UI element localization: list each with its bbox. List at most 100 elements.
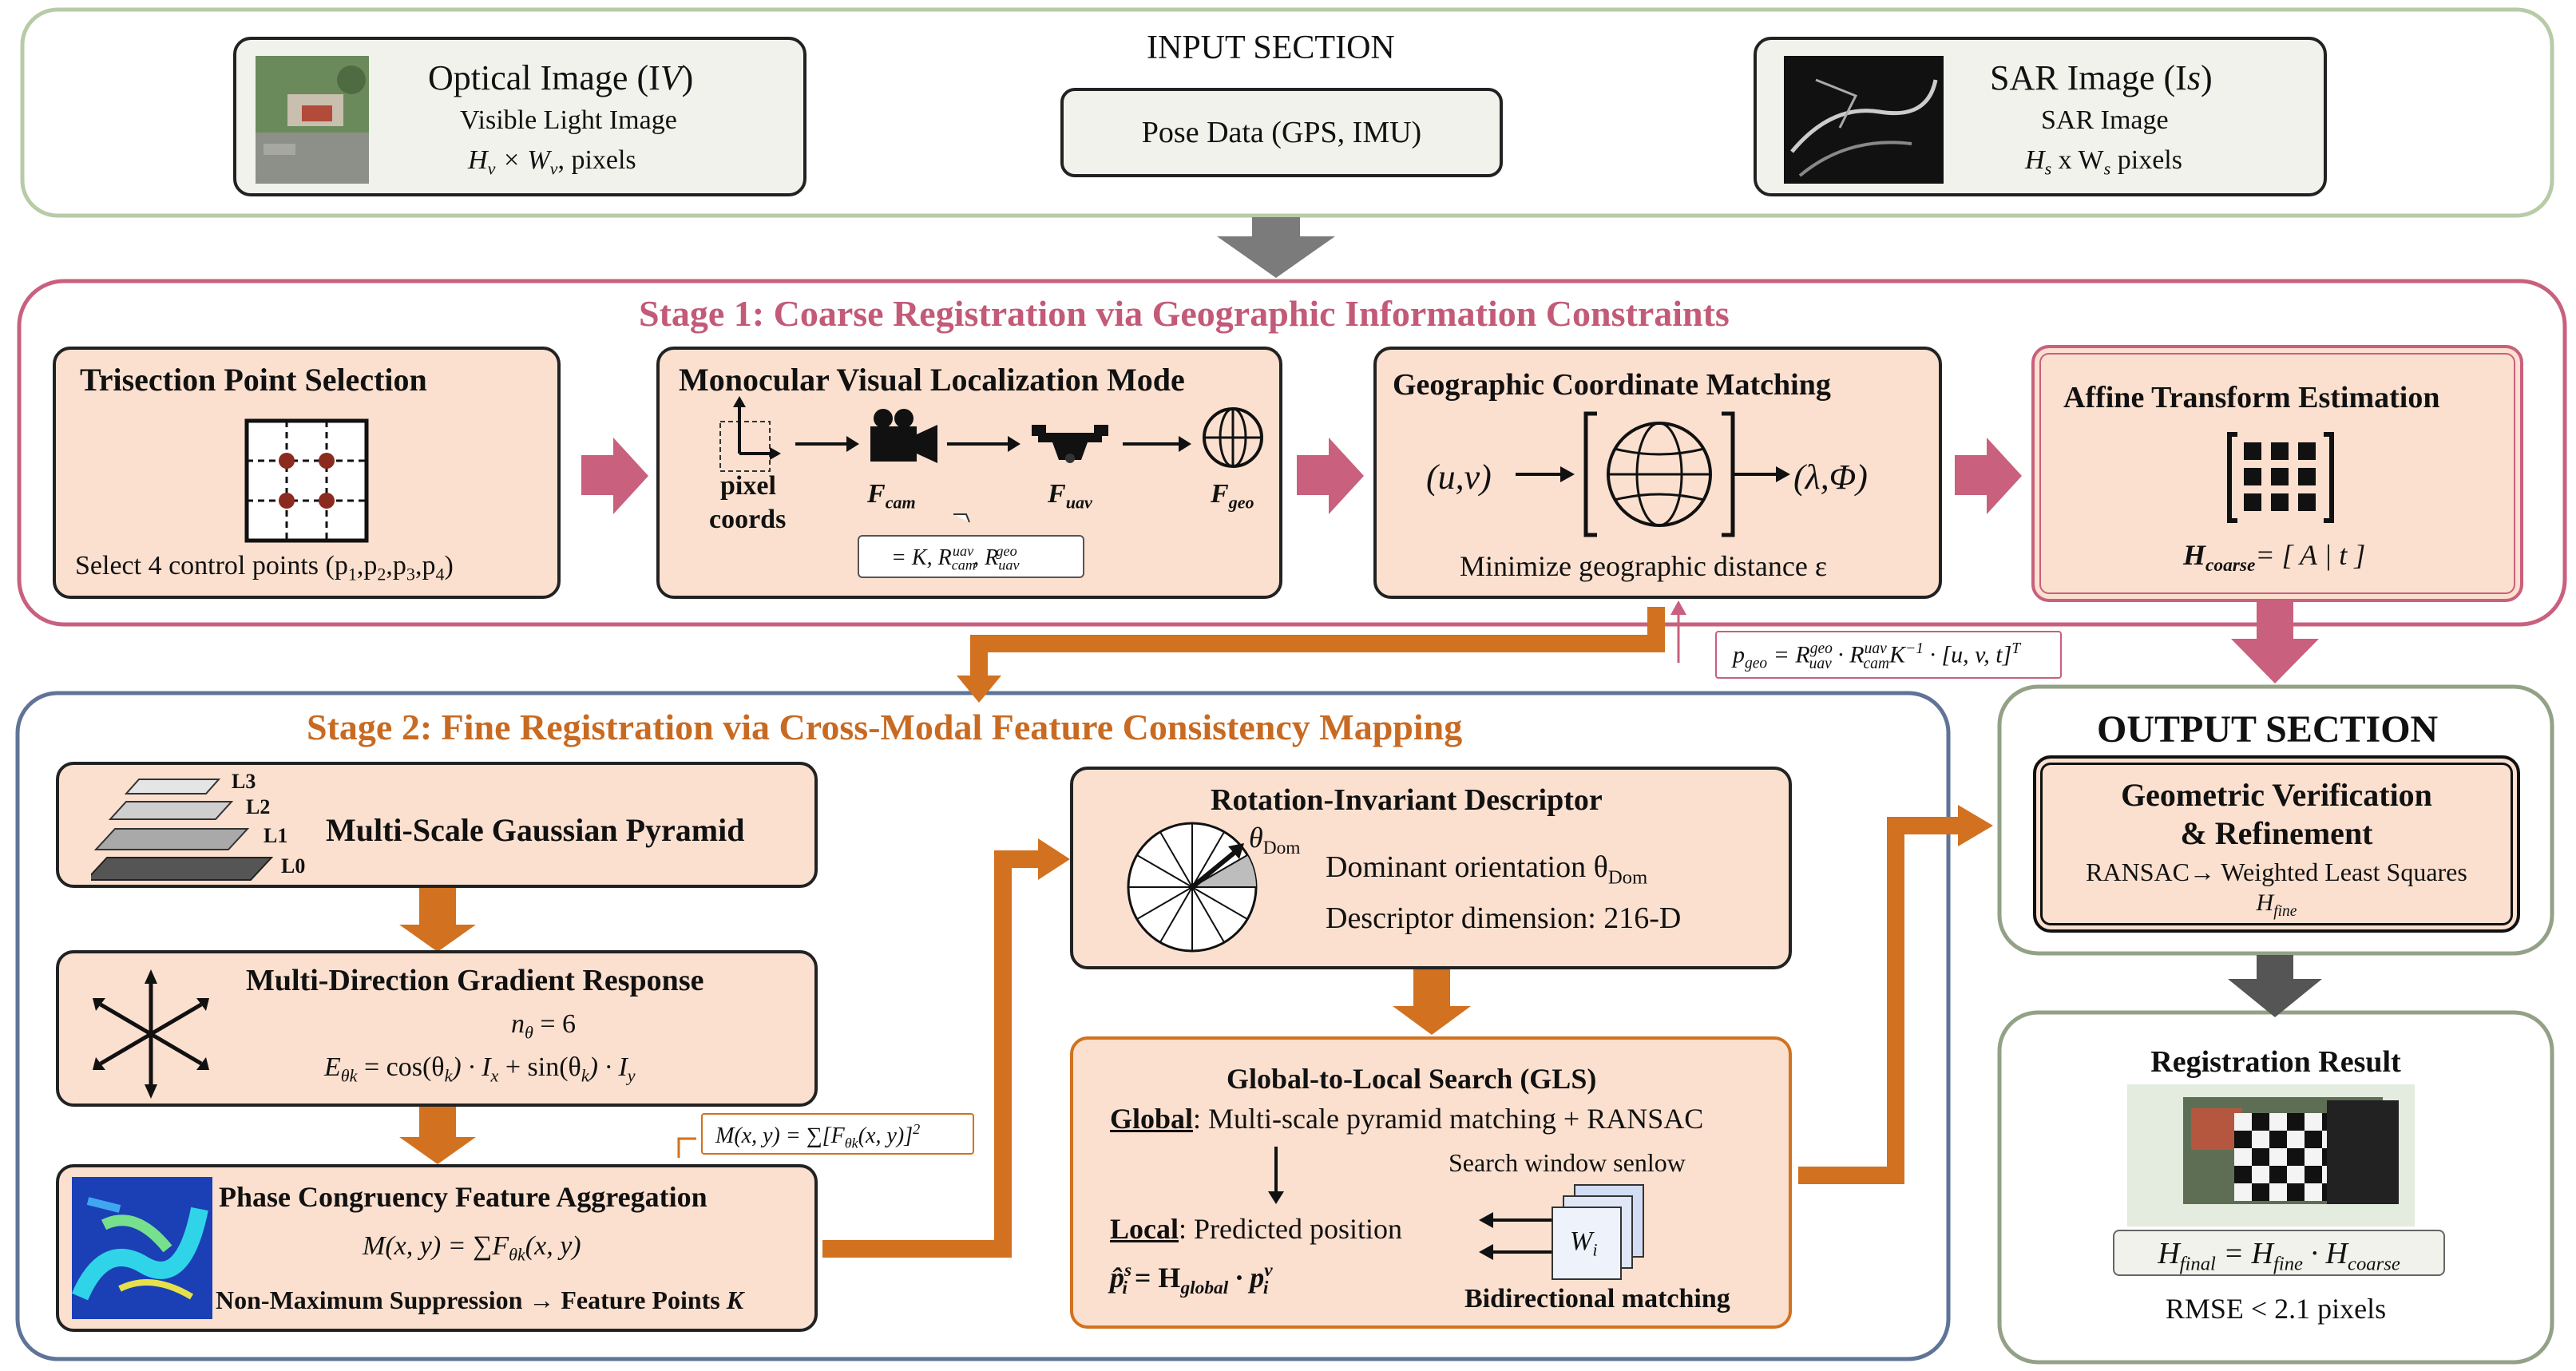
pixel-coords-label-1: pixel (720, 471, 776, 501)
checker-cell (2305, 1148, 2322, 1166)
sar-dims: Hs x Ws pixels (2025, 145, 2182, 179)
optical-subtitle: Visible Light Image (460, 105, 677, 135)
trisection-box: Trisection Point Selection Select 4 cont… (53, 347, 561, 599)
gls-local-line: Local: Predicted position (1110, 1213, 1402, 1245)
descriptor-to-gls-arrow (1393, 1006, 1471, 1035)
calibration-callout: = K, Rcamuav, Ruavgeo (858, 535, 1084, 578)
geo-match-box: Geographic Coordinate Matching (u,v) (λ,… (1373, 347, 1942, 599)
pixel-coords-label-2: coords (709, 505, 787, 534)
checker-cell (2252, 1148, 2269, 1166)
checker-cell (2305, 1183, 2322, 1201)
pgeo-callout: pgeo = Rgeouav · RuavcamK−1 · [u, v, t]T (1715, 631, 2062, 679)
nms-label: Non-Maximum Suppression → Feature Points… (216, 1286, 744, 1314)
rmse-label: RMSE < 2.1 pixels (2165, 1293, 2387, 1325)
registration-result-image (2127, 1084, 2415, 1226)
descriptor-title: Rotation-Invariant Descriptor (1211, 783, 1603, 817)
descriptor-box: Rotation-Invariant Descriptor θDom Domin… (1070, 767, 1792, 969)
sar-subtitle: SAR Image (2041, 105, 2169, 135)
checker-cell (2269, 1131, 2287, 1148)
geo-match-caption: Minimize geographic distance ε (1460, 550, 1827, 582)
f-uav-label: Fuav (1048, 479, 1092, 513)
trisection-caption: Select 4 control points (p1,p2,p3,p4) (75, 551, 454, 584)
gls-local-formula: p̂si = Hglobal · pvi (1110, 1260, 1273, 1299)
input-section-title: INPUT SECTION (1147, 30, 1395, 66)
pyramid-title: Multi-Scale Gaussian Pyramid (326, 812, 745, 848)
output-section-title: OUTPUT SECTION (2097, 708, 2439, 751)
optical-dims: Hv × Wv, pixels (468, 145, 636, 179)
trisection-grid-icon (244, 418, 369, 543)
phase-formula: M(x, y) = ∑Fθk(x, y) (363, 1231, 581, 1265)
checker-cell (2269, 1148, 2287, 1166)
h-final-box: Hfinal = Hfine · Hcoarse (2113, 1230, 2445, 1276)
phase-title: Phase Congruency Feature Aggregation (219, 1181, 707, 1213)
checker-cell (2287, 1183, 2305, 1201)
affine-box: Affine Transform Estimation Hcoarse= [ A… (2031, 345, 2523, 602)
pose-data-label: Pose Data (GPS, IMU) (1141, 116, 1422, 149)
gls-to-output-connector (1798, 817, 1968, 1184)
gls-global-line: Global: Multi-scale pyramid matching + R… (1110, 1103, 1704, 1135)
phase-heatmap-thumbnail (72, 1177, 212, 1319)
stage1-arrow-1 (581, 438, 648, 514)
verification-title-2: & Refinement (2180, 815, 2373, 851)
pyramid-l3: L3 (232, 770, 256, 793)
gradient-box: Multi-Direction Gradient Response nθ = 6… (56, 950, 818, 1107)
search-window-label: Search window senlow (1449, 1148, 1686, 1177)
checker-cell (2305, 1131, 2322, 1148)
h-fine-label: Hfine (2256, 890, 2297, 920)
f-geo-label: Fgeo (1211, 479, 1254, 513)
stage1-to-stage2-connector (970, 607, 1665, 680)
registration-result-title: Registration Result (2150, 1045, 2401, 1079)
monocular-box: Monocular Visual Localization Mode pixel… (656, 347, 1282, 599)
stage1-arrow-3 (1955, 438, 2022, 514)
affine-to-output-arrow (2231, 602, 2319, 684)
checker-cell (2234, 1113, 2252, 1131)
pyramid-l1: L1 (264, 824, 288, 847)
pgeo-formula: pgeo = Rgeouav · RuavcamK−1 · [u, v, t]T (1733, 640, 2021, 672)
stage1-arrow-2 (1297, 438, 1364, 514)
checker-cell (2269, 1113, 2287, 1131)
checker-cell (2252, 1166, 2269, 1183)
checker-cell (2252, 1183, 2269, 1201)
optical-title: Optical Image (I (428, 58, 660, 97)
monocular-title: Monocular Visual Localization Mode (679, 362, 1185, 398)
sar-image-thumbnail (1784, 56, 1944, 184)
checker-cell (2305, 1166, 2322, 1183)
checker-cell (2269, 1166, 2287, 1183)
f-cam-label: Fcam (867, 479, 916, 513)
optical-image-box: Optical Image (IV) Visible Light Image H… (233, 37, 806, 196)
gradient-title: Multi-Direction Gradient Response (246, 964, 704, 997)
affine-title: Affine Transform Estimation (2063, 381, 2440, 414)
theta-dom-label: θDom (1249, 822, 1301, 859)
ransac-label: RANSAC→ Weighted Least Squares (2086, 858, 2467, 886)
input-to-stage1-arrow (1217, 217, 1335, 278)
optical-image-thumbnail (256, 56, 369, 184)
checker-cell (2252, 1131, 2269, 1148)
checker-cell (2287, 1148, 2305, 1166)
gls-icons (1268, 1147, 1644, 1280)
pyramid-to-gradient-arrow (399, 925, 476, 952)
m-callout-formula: M(x, y) = ∑[Fθk(x, y)]2 (715, 1121, 921, 1151)
bidirectional-label: Bidirectional matching (1464, 1284, 1730, 1314)
h-final-formula: Hfinal = Hfine · Hcoarse (2158, 1237, 2400, 1275)
trisection-title: Trisection Point Selection (80, 362, 427, 398)
gls-title: Global-to-Local Search (GLS) (1227, 1063, 1597, 1095)
stage2-title: Stage 2: Fine Registration via Cross-Mod… (307, 707, 1463, 747)
monocular-pipeline-icons (719, 396, 1263, 523)
checker-cell (2252, 1113, 2269, 1131)
orientation-histogram-icon (1127, 822, 1258, 953)
pyramid-l2: L2 (246, 795, 271, 818)
phase-box: Phase Congruency Feature Aggregation M(x… (56, 1164, 818, 1332)
wi-label: Wi (1570, 1226, 1598, 1260)
m-callout: M(x, y) = ∑[Fθk(x, y)]2 (701, 1113, 974, 1155)
checker-cell (2269, 1183, 2287, 1201)
checker-cell (2234, 1131, 2252, 1148)
gradient-to-phase-arrow (399, 1137, 476, 1164)
h-coarse-label: Hcoarse= [ A | t ] (2183, 539, 2366, 577)
stage1-to-stage2-arrowhead (957, 676, 1001, 703)
checker-cell (2287, 1166, 2305, 1183)
verification-title-1: Geometric Verification (2121, 777, 2432, 813)
pyramid-l0: L0 (281, 854, 306, 878)
checker-cell (2305, 1113, 2322, 1131)
checker-cell (2287, 1113, 2305, 1131)
